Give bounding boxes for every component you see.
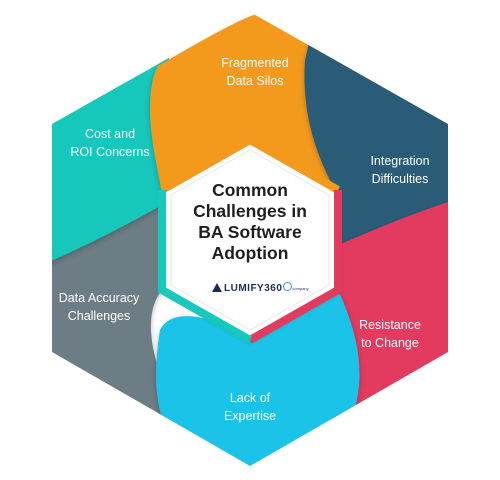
- center-hexagon: [158, 135, 342, 344]
- center-border-right: [248, 190, 342, 344]
- lumify360-logo: LUMIFY360 company: [212, 282, 309, 296]
- logo-subtext: company: [292, 286, 309, 291]
- segment-data-accuracy-challenges: [52, 201, 190, 440]
- segment-cost-and-roi-concerns: [52, 55, 170, 265]
- segment-label-data-accuracy-challenges: Data Accuracy Challenges: [58, 291, 140, 323]
- segment-label-integration-difficulties: Integration Difficulties: [370, 154, 430, 186]
- segment-lack-of-expertise: [156, 290, 360, 466]
- center-border-top: [160, 135, 340, 194]
- logo-text: LUMIFY360: [224, 283, 283, 294]
- center-title: Common Challenges in BA Software Adoptio…: [193, 180, 307, 263]
- segment-label-lack-of-expertise: Lack of Expertise: [223, 391, 277, 423]
- logo-triangle-icon: [212, 283, 222, 292]
- segment-label-fragmented-data-silos: Fragmented Data Silos: [221, 56, 289, 88]
- segment-label-cost-and-roi-concerns: Cost and ROI Concerns: [70, 127, 150, 159]
- center-border-left: [158, 190, 252, 344]
- segment-label-resistance-to-change: Resistance to Change: [359, 318, 421, 350]
- logo-ring-icon: [283, 282, 293, 291]
